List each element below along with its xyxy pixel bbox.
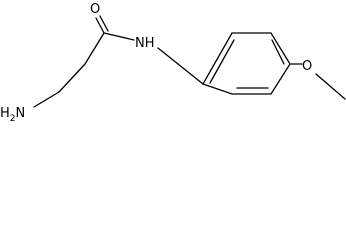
carbonyl-double-bond-b <box>99 15 109 32</box>
ring-double-bond-2 <box>271 39 285 65</box>
benzene-ring <box>202 32 291 95</box>
ether-oxygen-label: O <box>302 59 312 74</box>
amine-n: N <box>16 106 26 121</box>
bond-nh-benzyl <box>157 47 179 65</box>
bond-n-ch2 <box>33 91 60 108</box>
bond-ch2-carbonyl <box>84 32 105 65</box>
bond-carbonyl-nh <box>103 32 135 41</box>
carbonyl-oxygen-label: O <box>90 2 100 17</box>
carbonyl-double-bond-a <box>95 17 105 34</box>
ring-double-bond-1 <box>209 39 235 84</box>
amine-label: H2N <box>0 106 25 123</box>
bonds <box>33 15 346 108</box>
bond-benzyl-ring <box>177 63 204 85</box>
amide-nh-label: NH <box>135 36 155 51</box>
amine-h: H <box>0 106 10 121</box>
bond-o-methyl <box>315 73 346 100</box>
bond-ch2-ch2 <box>58 63 86 93</box>
structure-diagram: H2N O NH O <box>0 2 346 123</box>
amine-subscript: 2 <box>10 114 16 123</box>
atom-labels: H2N O NH O <box>0 2 312 123</box>
